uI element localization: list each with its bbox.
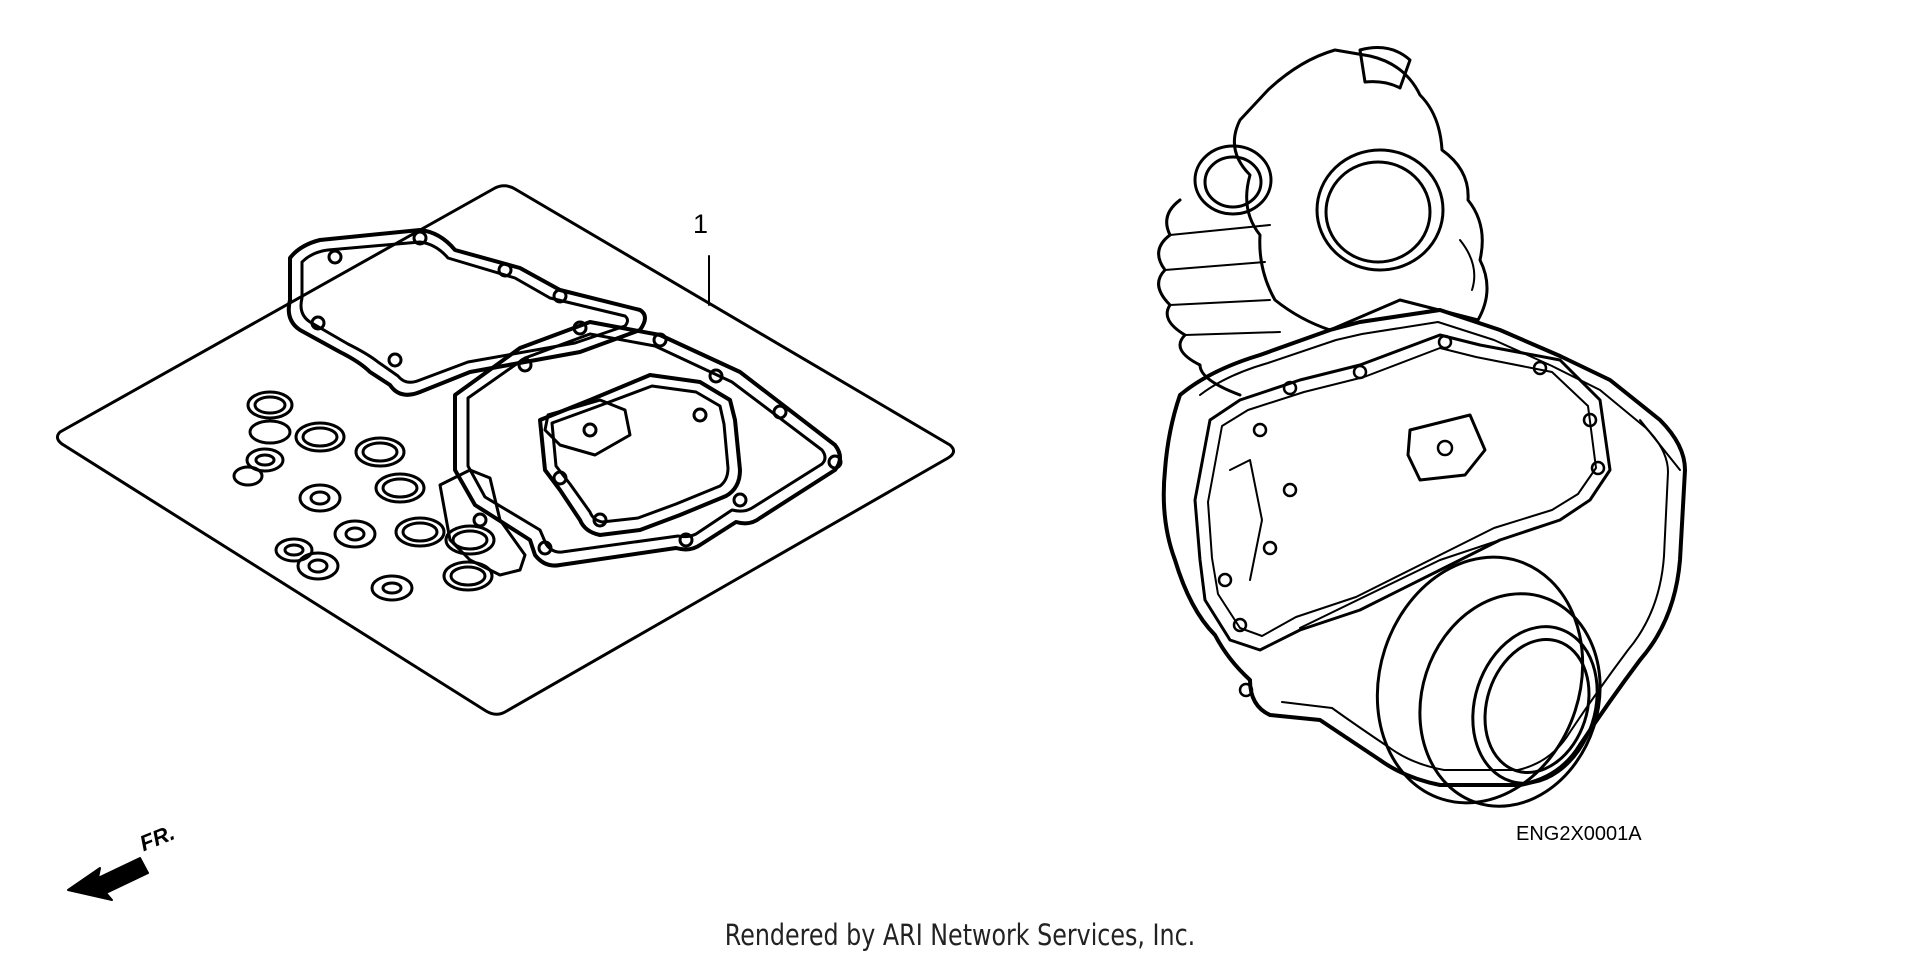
footer-credit: Rendered by ARI Network Services, Inc. [724,918,1196,952]
gasket-kit-illustration[interactable] [55,184,955,716]
diagram-code: ENG2X0001A [1516,823,1642,845]
engine-assembly-illustration [1157,46,1687,808]
callout-part-1[interactable]: 1 [693,209,709,239]
front-direction-arrow-icon [67,857,149,901]
